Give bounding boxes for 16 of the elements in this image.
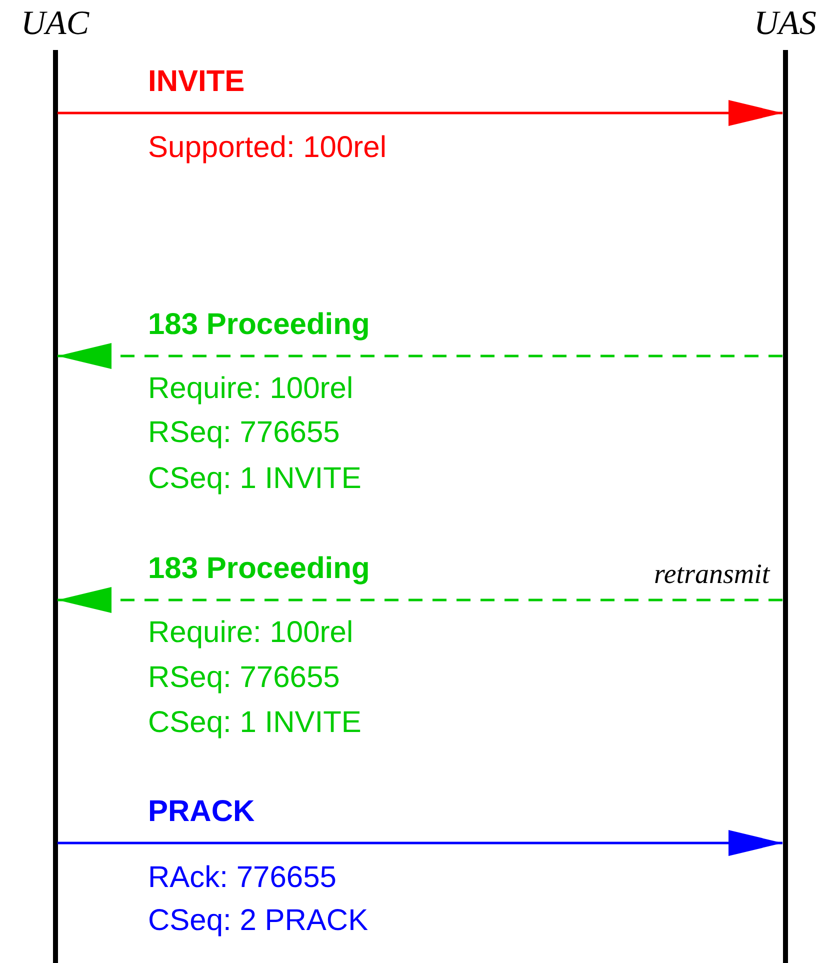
header-field: RSeq: 776655	[148, 415, 340, 451]
participant-label: UAC	[21, 4, 89, 44]
participant-label: UAS	[754, 4, 816, 44]
message-arrow	[58, 830, 782, 856]
message-arrow	[58, 343, 782, 369]
header-field: CSeq: 2 PRACK	[148, 903, 368, 939]
message-arrow	[58, 100, 782, 126]
header-field: Require: 100rel	[148, 371, 354, 407]
message-arrow	[58, 587, 782, 613]
header-field: RAck: 776655	[148, 860, 336, 896]
header-field: CSeq: 1 INVITE	[148, 461, 362, 497]
header-field: Require: 100rel	[148, 615, 354, 651]
header-field: RSeq: 776655	[148, 660, 340, 696]
header-field: Supported: 100rel	[148, 130, 387, 166]
note-text: retransmit	[654, 558, 770, 592]
header-field: CSeq: 1 INVITE	[148, 705, 362, 741]
